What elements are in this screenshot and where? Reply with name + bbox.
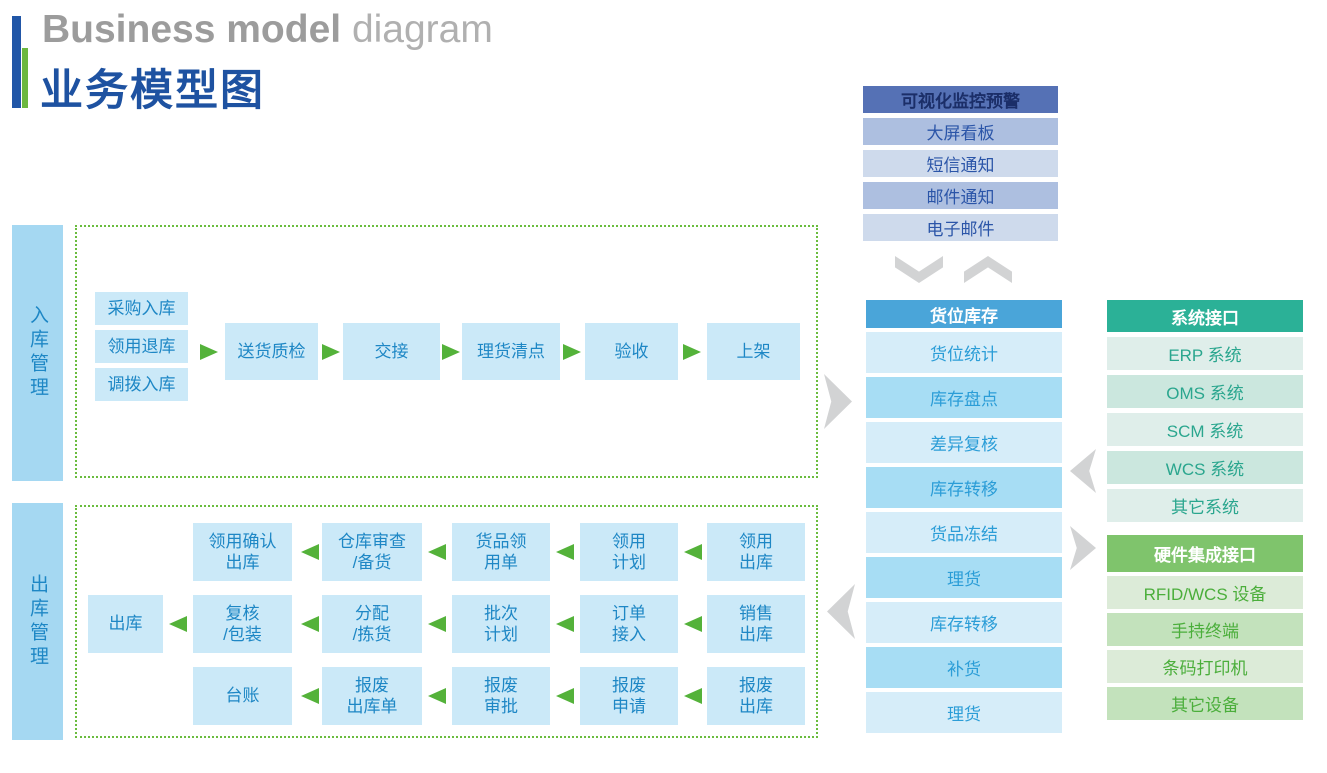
node-ledger: 台账 — [193, 667, 292, 725]
node-scrap-outbound-form: 报废 出库单 — [322, 667, 422, 725]
monitor-column-header: 可视化监控预警 — [863, 86, 1058, 113]
inventory-item-goods-freeze: 货品冻结 — [866, 512, 1062, 553]
node-scrap-request: 报废 申请 — [580, 667, 678, 725]
node-warehouse-review-stock: 仓库审查 /备货 — [322, 523, 422, 581]
connector-inbound-to-inventory-arrow-icon — [824, 374, 852, 429]
node-tally-count: 理货清点 — [462, 323, 560, 380]
system-interface-column: 系统接口 ERP 系统 OMS 系统 SCM 系统 WCS 系统 其它系统 — [1107, 300, 1303, 522]
node-scrap-outbound: 报废 出库 — [707, 667, 805, 725]
monitor-item-dashboard: 大屏看板 — [863, 118, 1058, 145]
inventory-item-replenishment: 补货 — [866, 647, 1062, 688]
connector-inventory-to-hardware-arrow-icon — [1070, 526, 1096, 570]
inventory-item-stock-transfer: 库存转移 — [866, 467, 1062, 508]
connector-inventory-to-outbound-arrow-icon — [827, 584, 855, 639]
hardware-item-rfid-wcs: RFID/WCS 设备 — [1107, 576, 1303, 609]
node-putaway: 上架 — [707, 323, 800, 380]
inventory-item-stock-transfer-2: 库存转移 — [866, 602, 1062, 643]
inventory-item-difference-recheck: 差异复核 — [866, 422, 1062, 463]
inventory-item-slot-statistics: 货位统计 — [866, 332, 1062, 373]
system-item-oms: OMS 系统 — [1107, 375, 1303, 408]
node-order-intake: 订单 接入 — [580, 595, 678, 653]
slot-inventory-column: 货位库存 货位统计 库存盘点 差异复核 库存转移 货品冻结 理货 库存转移 补货… — [866, 300, 1062, 733]
monitor-item-email: 电子邮件 — [863, 214, 1058, 241]
inbound-management-label: 入库管理 — [12, 225, 63, 481]
node-outbound: 出库 — [88, 595, 163, 653]
hardware-column-header: 硬件集成接口 — [1107, 535, 1303, 572]
system-item-wcs: WCS 系统 — [1107, 451, 1303, 484]
connector-system-to-inventory-arrow-icon — [1070, 449, 1096, 493]
node-goods-requisition-form: 货品领 用单 — [452, 523, 550, 581]
inventory-item-tally: 理货 — [866, 557, 1062, 598]
hardware-item-barcode-printer: 条码打印机 — [1107, 650, 1303, 683]
node-requisition-outbound: 领用 出库 — [707, 523, 805, 581]
node-batch-plan: 批次 计划 — [452, 595, 550, 653]
title-accent-bar-green-icon — [22, 48, 28, 108]
node-allocate-pick: 分配 /拣货 — [322, 595, 422, 653]
system-item-other: 其它系统 — [1107, 489, 1303, 522]
node-requisition-plan: 领用 计划 — [580, 523, 678, 581]
node-delivery-qc: 送货质检 — [225, 323, 318, 380]
node-purchase-inbound: 采购入库 — [95, 292, 188, 325]
page-title-chinese: 业务模型图 — [40, 67, 265, 115]
page-title-english-light: diagram — [351, 8, 493, 51]
visual-monitoring-alert-column: 可视化监控预警 大屏看板 短信通知 邮件通知 电子邮件 — [863, 86, 1058, 241]
page-title-english: Business model diagram — [42, 8, 493, 52]
system-item-scm: SCM 系统 — [1107, 413, 1303, 446]
system-column-header: 系统接口 — [1107, 300, 1303, 332]
monitor-item-mail-notice: 邮件通知 — [863, 182, 1058, 209]
monitor-item-sms: 短信通知 — [863, 150, 1058, 177]
inventory-item-tally-2: 理货 — [866, 692, 1062, 733]
page-title-english-bold: Business model — [42, 8, 342, 51]
outbound-flow-container — [75, 505, 818, 738]
node-handover: 交接 — [343, 323, 440, 380]
hardware-integration-column: 硬件集成接口 RFID/WCS 设备 手持终端 条码打印机 其它设备 — [1107, 535, 1303, 720]
hardware-item-handheld: 手持终端 — [1107, 613, 1303, 646]
node-transfer-inbound: 调拨入库 — [95, 368, 188, 401]
outbound-management-label: 出库管理 — [12, 503, 63, 740]
hardware-item-other-device: 其它设备 — [1107, 687, 1303, 720]
inbound-flow-container — [75, 225, 818, 478]
node-sales-outbound: 销售 出库 — [707, 595, 805, 653]
node-scrap-approval: 报废 审批 — [452, 667, 550, 725]
node-acceptance: 验收 — [585, 323, 678, 380]
node-requisition-return: 领用退库 — [95, 330, 188, 363]
connector-monitor-up-arrow-icon — [964, 256, 1012, 283]
connector-monitor-down-arrow-icon — [895, 256, 943, 283]
system-item-erp: ERP 系统 — [1107, 337, 1303, 370]
node-recheck-pack: 复核 /包装 — [193, 595, 292, 653]
node-requisition-confirm-outbound: 领用确认 出库 — [193, 523, 292, 581]
title-accent-bar-blue-icon — [12, 16, 21, 108]
inventory-item-stocktake: 库存盘点 — [866, 377, 1062, 418]
inventory-column-header: 货位库存 — [866, 300, 1062, 328]
